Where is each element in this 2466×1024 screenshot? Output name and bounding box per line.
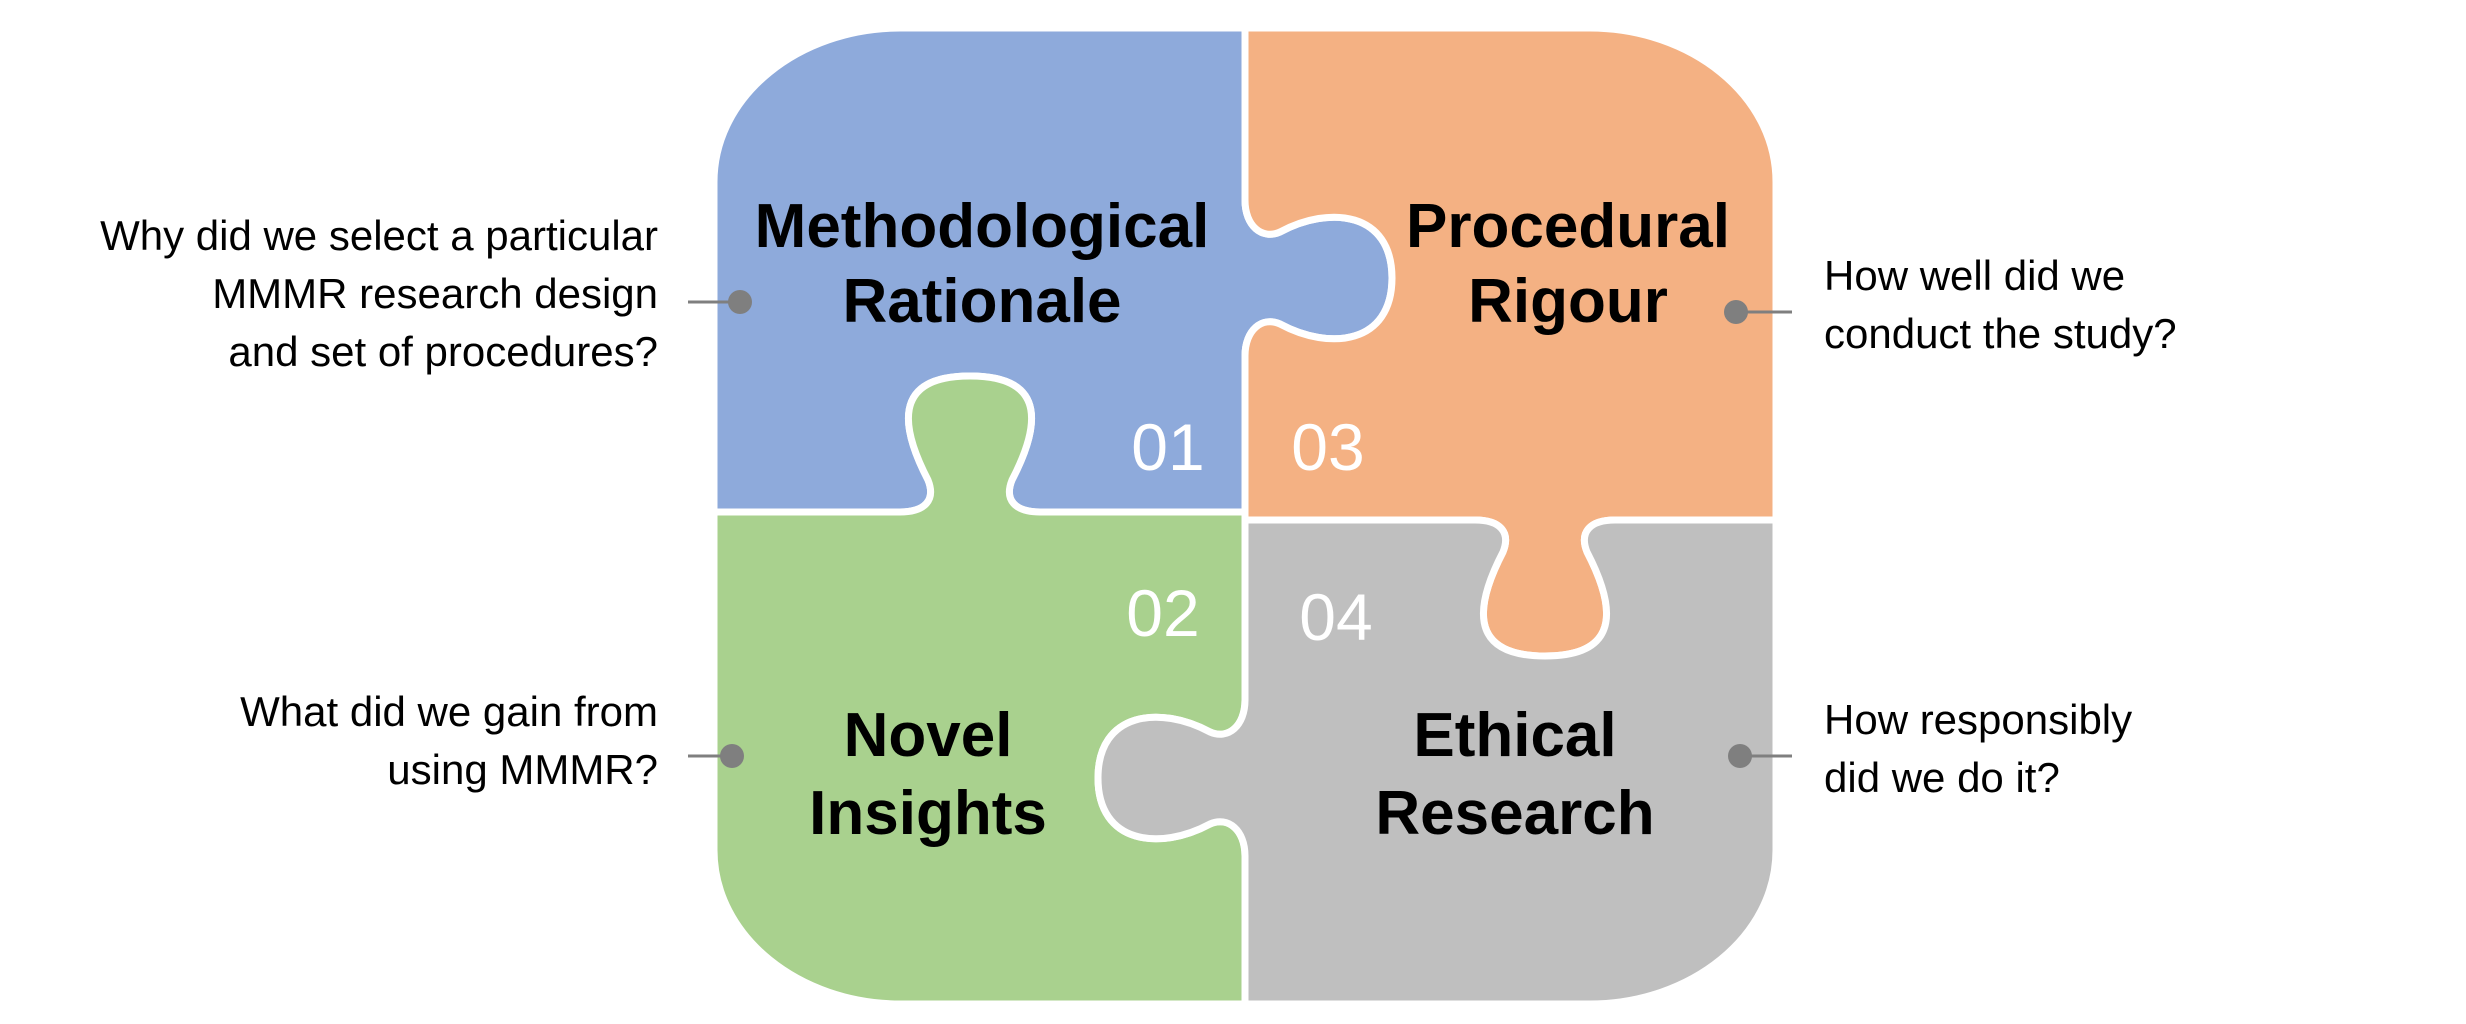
connector-dot-methodological: [728, 290, 752, 314]
question-ethical-line-1: How responsibly: [1824, 696, 2132, 743]
connector-dot-procedural: [1724, 300, 1748, 324]
piece-ethical-research: [1094, 516, 1780, 1008]
piece-number-01: 01: [1131, 410, 1204, 484]
question-procedural-line-1: How well did we: [1824, 252, 2125, 299]
question-novel-line-1: What did we gain from: [240, 688, 658, 735]
piece-title-novel: Novel: [844, 701, 1013, 770]
connector-dot-ethical: [1728, 744, 1752, 768]
piece-title-research: Research: [1375, 779, 1654, 848]
connector-dot-novel: [720, 744, 744, 768]
question-ethical-line-2: did we do it?: [1824, 754, 2060, 801]
piece-title-procedural: Procedural: [1406, 192, 1730, 261]
piece-title-rationale: Rationale: [842, 267, 1121, 336]
piece-title-insights: Insights: [809, 779, 1047, 848]
piece-title-rigour: Rigour: [1468, 267, 1668, 336]
piece-number-04: 04: [1299, 580, 1372, 654]
question-novel-line-2: using MMMR?: [387, 746, 658, 793]
piece-number-03: 03: [1291, 410, 1364, 484]
question-methodological-line-2: MMMR research design: [212, 270, 658, 317]
question-methodological-line-1: Why did we select a particular: [100, 212, 658, 259]
piece-number-02: 02: [1126, 576, 1199, 650]
question-methodological-line-3: and set of procedures?: [228, 328, 658, 375]
piece-title-ethical: Ethical: [1413, 701, 1616, 770]
question-procedural-line-2: conduct the study?: [1824, 310, 2177, 357]
piece-title-methodological: Methodological: [755, 192, 1210, 261]
